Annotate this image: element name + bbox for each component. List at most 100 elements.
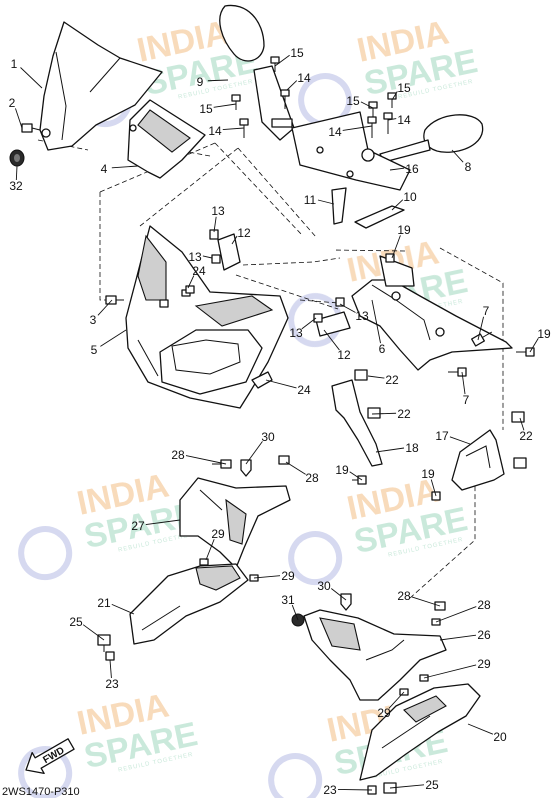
callout-leader-29 xyxy=(388,691,405,709)
callout-13: 13 xyxy=(211,204,225,218)
callout-14: 14 xyxy=(397,113,411,127)
callout-leader-19 xyxy=(349,471,363,481)
left-mirror-part-9 xyxy=(219,4,295,141)
watermark-swoosh-icon xyxy=(18,526,73,581)
callout-leader-29 xyxy=(253,575,281,579)
callout-19: 19 xyxy=(421,467,435,481)
callout-30: 30 xyxy=(317,579,331,593)
callout-leader-15 xyxy=(274,54,290,67)
mirror-stay-part-11 xyxy=(291,111,411,225)
callout-leader-14 xyxy=(387,118,397,121)
callout-23: 23 xyxy=(105,677,119,691)
callout-25: 25 xyxy=(69,615,83,629)
callout-3: 3 xyxy=(90,313,97,327)
callout-leader-28 xyxy=(411,596,441,607)
rubber-plate-part-10 xyxy=(354,205,405,229)
callout-9: 9 xyxy=(197,75,204,89)
callout-20: 20 xyxy=(493,730,507,744)
callout-7: 7 xyxy=(483,304,490,318)
callout-28: 28 xyxy=(305,471,319,485)
callout-leader-22 xyxy=(371,412,397,415)
callout-leader-15 xyxy=(391,91,398,101)
callout-10: 10 xyxy=(403,190,417,204)
callout-15: 15 xyxy=(346,94,360,108)
callout-leader-10 xyxy=(391,199,404,211)
callout-leader-8 xyxy=(451,149,464,163)
callout-23: 23 xyxy=(323,783,337,797)
clip-part-24 xyxy=(185,285,273,389)
grommet-part-32 xyxy=(9,149,25,167)
callout-leader-26 xyxy=(439,634,477,641)
callout-leader-6 xyxy=(371,299,381,344)
callout-24: 24 xyxy=(192,264,206,278)
callout-leader-14 xyxy=(342,125,373,131)
callout-30: 30 xyxy=(261,430,275,444)
right-lower-panel-part-20 xyxy=(359,683,481,781)
screw-part-3 xyxy=(105,295,124,305)
callout-leader-22 xyxy=(367,375,385,379)
callout-28: 28 xyxy=(171,448,185,462)
watermark-swoosh-icon xyxy=(18,746,73,798)
callout-29: 29 xyxy=(477,657,491,671)
callout-5: 5 xyxy=(91,343,98,357)
callout-22: 22 xyxy=(519,429,533,443)
right-side-panel-part-26 xyxy=(303,609,447,701)
callout-leader-21 xyxy=(111,603,135,615)
callout-19: 19 xyxy=(397,223,411,237)
callout-leader-30 xyxy=(331,588,347,601)
callout-18: 18 xyxy=(405,441,419,455)
right-mirror-part-8 xyxy=(379,114,484,163)
callout-leader-19 xyxy=(430,479,437,497)
callout-28: 28 xyxy=(397,589,411,603)
callout-leader-12 xyxy=(231,235,238,245)
callout-29: 29 xyxy=(281,569,295,583)
callout-25: 25 xyxy=(425,778,439,792)
callout-leader-13 xyxy=(301,317,317,330)
callout-leader-29 xyxy=(205,539,215,561)
callout-leaders xyxy=(15,54,539,791)
watermark-swoosh-icon xyxy=(268,753,323,798)
callout-leader-28 xyxy=(435,606,477,623)
callout-leader-28 xyxy=(185,455,227,465)
callout-leader-19 xyxy=(391,235,401,259)
bracket-part-12-upper xyxy=(209,229,241,271)
callout-13: 13 xyxy=(188,250,202,264)
callout-leader-24 xyxy=(265,379,297,389)
callout-16: 16 xyxy=(405,162,419,176)
callout-4: 4 xyxy=(101,162,108,176)
callout-leader-9 xyxy=(207,79,229,82)
callout-15: 15 xyxy=(290,46,304,60)
callout-15: 15 xyxy=(397,81,411,95)
callout-24: 24 xyxy=(297,383,311,397)
callout-29: 29 xyxy=(211,527,225,541)
callout-leader-14 xyxy=(222,127,245,131)
callout-leader-19 xyxy=(529,338,539,353)
callout-leader-3 xyxy=(97,299,113,316)
callout-14: 14 xyxy=(208,124,222,138)
callout-leader-16 xyxy=(389,167,405,171)
callout-8: 8 xyxy=(465,160,472,174)
callout-13: 13 xyxy=(289,326,303,340)
callout-leader-22 xyxy=(519,417,525,431)
callout-11: 11 xyxy=(304,193,317,207)
callout-14: 14 xyxy=(328,125,342,139)
callout-leader-7 xyxy=(477,316,484,341)
callout-19: 19 xyxy=(537,327,551,341)
callout-12: 12 xyxy=(237,226,251,240)
callout-leader-2 xyxy=(15,108,23,129)
callout-leader-13 xyxy=(202,255,213,259)
callout-leader-24 xyxy=(187,275,195,289)
callout-22: 22 xyxy=(385,373,399,387)
callout-17: 17 xyxy=(435,429,449,443)
callout-27: 27 xyxy=(131,519,145,533)
bolts-group-14-15 xyxy=(231,56,397,138)
callout-leader-12 xyxy=(323,329,340,351)
callout-26: 26 xyxy=(477,628,491,642)
callout-19: 19 xyxy=(335,463,349,477)
left-stay-part-18 xyxy=(331,369,383,485)
callout-6: 6 xyxy=(379,342,386,356)
screw-part-2 xyxy=(21,123,41,133)
callout-7: 7 xyxy=(463,393,470,407)
